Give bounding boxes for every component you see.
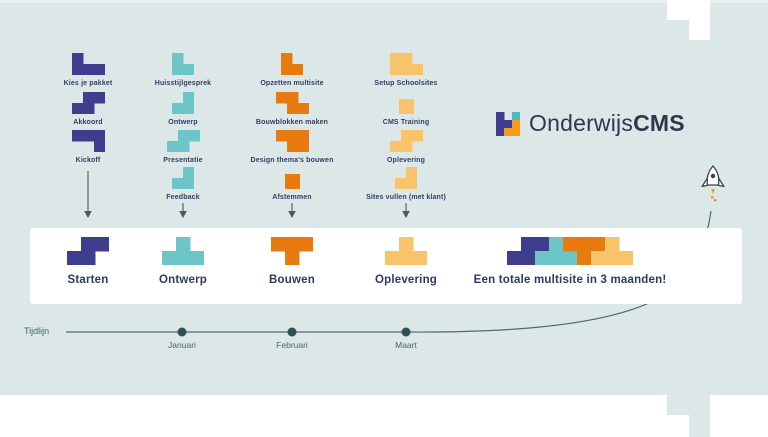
timeline-dot-januari <box>177 327 187 337</box>
phase-starten: Starten <box>32 237 144 286</box>
tetris-piece-icon <box>172 53 194 75</box>
step-label: Opzetten multisite <box>260 80 324 87</box>
step-akkoord: Akkoord <box>28 92 148 126</box>
phase-bouwen: Bouwen <box>236 237 348 286</box>
step-label: Oplevering <box>386 157 426 164</box>
tetris-piece-icon <box>275 92 309 114</box>
phase-label: Starten <box>67 274 109 286</box>
step-label: Afstemmen <box>272 194 312 201</box>
tetris-piece-icon <box>71 130 105 152</box>
top-highlight-strip <box>0 0 768 3</box>
tetris-piece-icon <box>398 92 414 114</box>
timeline-month-februari: Februari <box>276 340 308 350</box>
down-arrow-icon <box>402 203 410 218</box>
step-kies-je-pakket: Kies je pakket <box>28 53 148 87</box>
phase-oplevering: Oplevering <box>350 237 462 286</box>
tetris-piece-icon <box>271 237 313 265</box>
deco-tetris-bottom-right <box>689 395 710 437</box>
tetris-piece-icon <box>281 53 303 75</box>
logo: OnderwijsCMS <box>496 110 685 137</box>
tetris-piece-icon <box>71 92 105 114</box>
tetris-piece-icon <box>162 237 204 265</box>
step-bouwblokken-maken: Bouwblokken maken <box>232 92 352 126</box>
timeline-month-maart: Maart <box>395 340 417 350</box>
tetris-piece-icon <box>166 130 200 152</box>
combined-tetris-piece-icon <box>507 237 633 265</box>
step-label: Setup Schoolsites <box>374 80 438 87</box>
rocket-icon <box>701 165 725 202</box>
step-cms-training: CMS Training <box>346 92 466 126</box>
step-label: Akkoord <box>73 119 103 126</box>
deco-tetris-bottom-right <box>667 395 689 415</box>
down-arrow-icon <box>179 203 187 218</box>
phase-label: Bouwen <box>269 274 315 286</box>
bottom-white-strip <box>0 395 768 437</box>
step-label: Feedback <box>166 194 200 201</box>
step-huisstijlgesprek: Huisstijlgesprek <box>123 53 243 87</box>
timeline-month-januari: Januari <box>168 340 196 350</box>
down-arrow-icon <box>288 203 296 218</box>
tetris-piece-icon <box>385 237 427 265</box>
step-opzetten-multisite: Opzetten multisite <box>232 53 352 87</box>
logo-text-bold: CMS <box>633 110 685 136</box>
step-label: Design thema's bouwen <box>250 157 334 164</box>
timeline-dot-februari <box>287 327 297 337</box>
step-label: Huisstijlgesprek <box>154 80 212 87</box>
step-afstemmen: Afstemmen <box>232 167 352 201</box>
tetris-piece-icon <box>389 53 423 75</box>
step-label: Kickoff <box>75 157 101 164</box>
logo-text-regular: Onderwijs <box>529 110 634 136</box>
down-arrow-icon <box>84 171 92 218</box>
step-label: Bouwblokken maken <box>255 119 329 126</box>
phase-label: Ontwerp <box>158 274 208 286</box>
phase-ontwerp: Ontwerp <box>127 237 239 286</box>
step-feedback: Feedback <box>123 167 243 201</box>
tetris-piece-icon <box>172 167 194 189</box>
step-design-themas-bouwen: Design thema's bouwen <box>232 130 352 164</box>
tetris-piece-icon <box>389 130 423 152</box>
step-kickoff: Kickoff <box>28 130 148 164</box>
logo-tetris-mark-icon <box>496 111 521 136</box>
tetris-piece-icon <box>275 130 309 152</box>
step-presentatie: Presentatie <box>123 130 243 164</box>
tetris-piece-icon <box>172 92 194 114</box>
phase-summary: Een totale multisite in 3 maanden! <box>474 237 666 286</box>
phase-label: Oplevering <box>374 274 438 286</box>
timeline-dot-maart <box>401 327 411 337</box>
step-label: Ontwerp <box>168 119 198 126</box>
step-sites-vullen: Sites vullen (met klant) <box>346 167 466 201</box>
step-setup-schoolsites: Setup Schoolsites <box>346 53 466 87</box>
step-label: Sites vullen (met klant) <box>366 194 446 201</box>
tetris-piece-icon <box>67 237 109 265</box>
deco-tetris-top-right <box>689 20 710 40</box>
step-label: CMS Training <box>382 119 430 126</box>
step-label: Kies je pakket <box>63 80 113 87</box>
step-label: Presentatie <box>163 157 203 164</box>
summary-label: Een totale multisite in 3 maanden! <box>473 274 667 286</box>
step-oplevering: Oplevering <box>346 130 466 164</box>
timeline-title: Tijdlijn <box>24 326 50 336</box>
deco-tetris-top-right <box>667 0 710 20</box>
tetris-piece-icon <box>284 167 300 189</box>
step-ontwerp: Ontwerp <box>123 92 243 126</box>
tetris-piece-icon <box>71 53 105 75</box>
tetris-piece-icon <box>395 167 417 189</box>
logo-text: OnderwijsCMS <box>529 110 685 137</box>
